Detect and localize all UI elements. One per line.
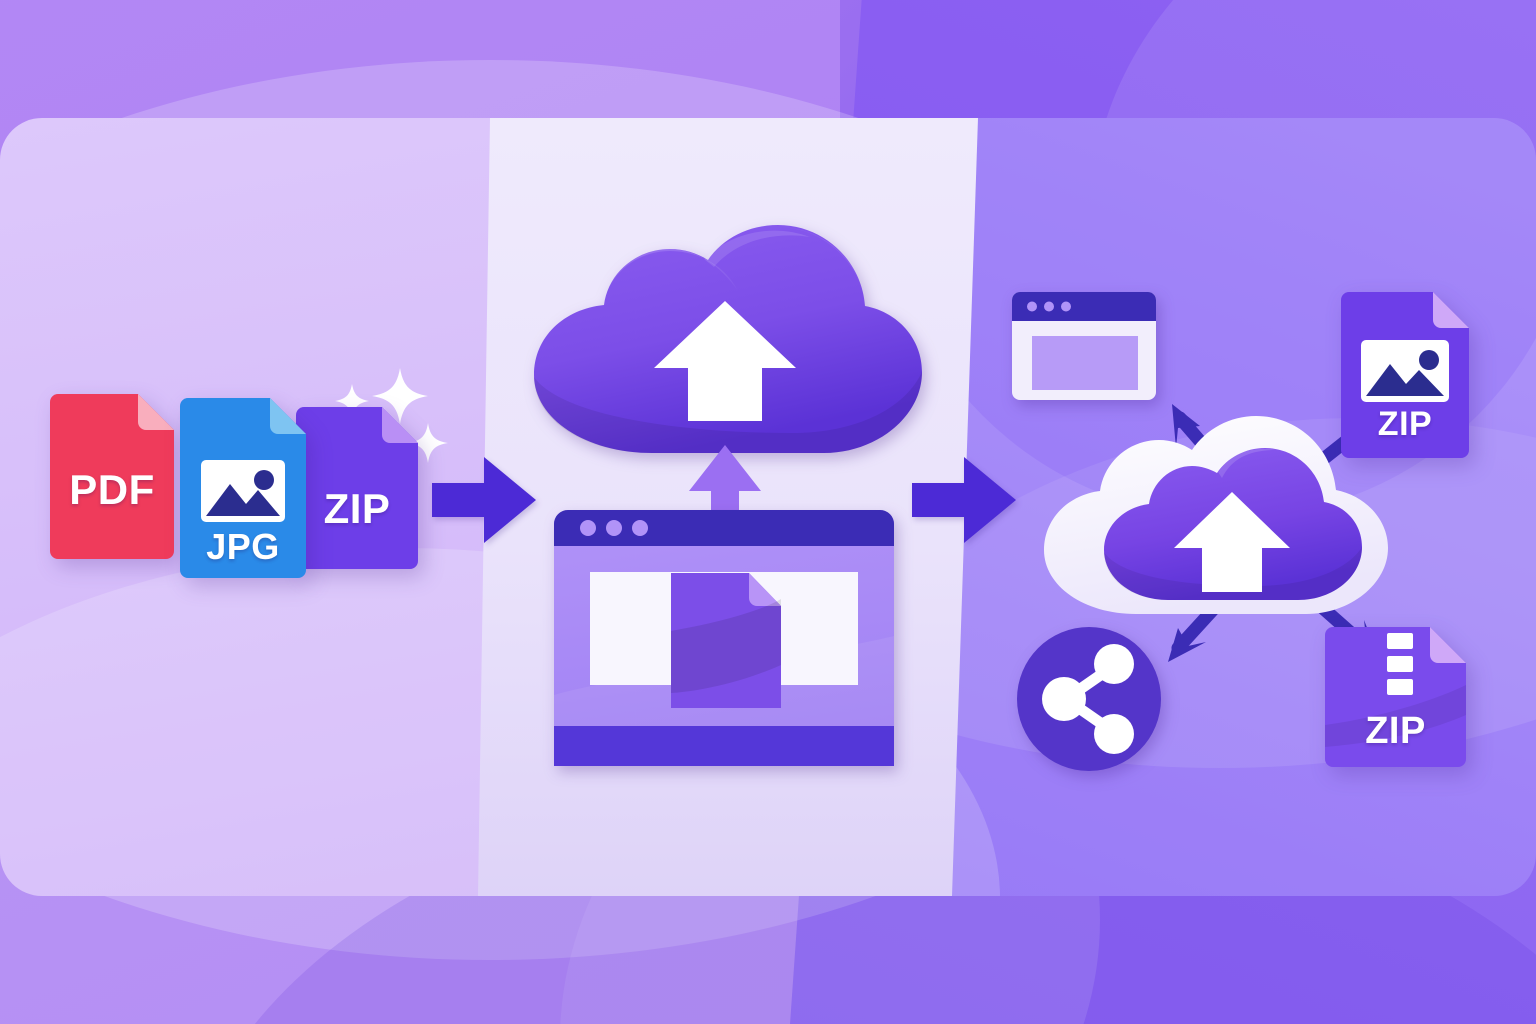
pdf-file-icon[interactable]: PDF (50, 394, 174, 559)
zip-image-file-label: ZIP (1377, 405, 1433, 443)
zip-archive-file-label: ZIP (1365, 710, 1426, 752)
dest-browser-shape (1012, 292, 1156, 400)
pdf-file-label: PDF (69, 466, 155, 513)
arrow-stage-one-to-two (432, 457, 536, 543)
browser-dot-one-icon (580, 520, 596, 536)
browser-window-destination[interactable] (1012, 292, 1156, 400)
zip-archive-file-icon[interactable]: ZIP (1325, 627, 1466, 767)
dest-browser-dot-two-icon (1044, 301, 1054, 312)
sparkle-medium-icon (408, 423, 448, 463)
cloud-inner-base-shade (1104, 547, 1362, 600)
cloud-base-shade (534, 372, 922, 453)
arrow-cloud-to-share-head (1168, 628, 1206, 662)
cloud-share-upload-arrow-icon (1174, 492, 1290, 592)
cloud-highlight (704, 230, 810, 267)
zip-file-icon[interactable]: ZIP (296, 407, 418, 569)
pdf-file-shape (50, 394, 174, 559)
share-icon-button[interactable] (1016, 626, 1162, 772)
share-node-dots-icon (1042, 644, 1134, 754)
browser-dot-two-icon (606, 520, 622, 536)
cloud-share-icon[interactable] (1040, 402, 1428, 614)
zip-file-label: ZIP (323, 485, 391, 532)
jpg-file-shape (180, 398, 306, 578)
document-preview-icon (671, 573, 781, 708)
zip-image-thumbnail-icon (1361, 340, 1449, 402)
browser-dot-three-icon (632, 520, 648, 536)
arrow-stage-two-to-three (912, 457, 1016, 543)
dest-browser-dot-one-icon (1027, 301, 1037, 312)
cloud-upload-icon[interactable] (524, 225, 926, 453)
sparkle-small-icon (335, 384, 369, 418)
zip-image-file-shape (1341, 292, 1469, 458)
arrow-cloud-to-browser-head (1172, 404, 1200, 448)
cloud-upload-arrow-icon (654, 301, 796, 421)
dest-browser-content (1032, 336, 1138, 390)
jpg-file-icon[interactable]: JPG (180, 398, 306, 578)
dest-browser-dot-three-icon (1061, 301, 1071, 312)
zip-image-file-icon[interactable]: ZIP (1341, 292, 1469, 458)
cloud-inner-gloss (1218, 448, 1276, 478)
sparkle-large-icon (372, 368, 428, 424)
jpg-image-thumbnail-icon (201, 460, 285, 522)
zip-archive-file-shape (1325, 627, 1466, 767)
upload-connector-arrow (689, 445, 761, 565)
illustration-card (0, 118, 1536, 896)
jpg-file-label: JPG (206, 526, 280, 567)
share-circle-bg (1017, 627, 1161, 771)
zip-archive-bars-icon (1387, 633, 1413, 695)
browser-window-upload-preview[interactable] (554, 510, 894, 766)
zip-file-shape (296, 407, 418, 569)
